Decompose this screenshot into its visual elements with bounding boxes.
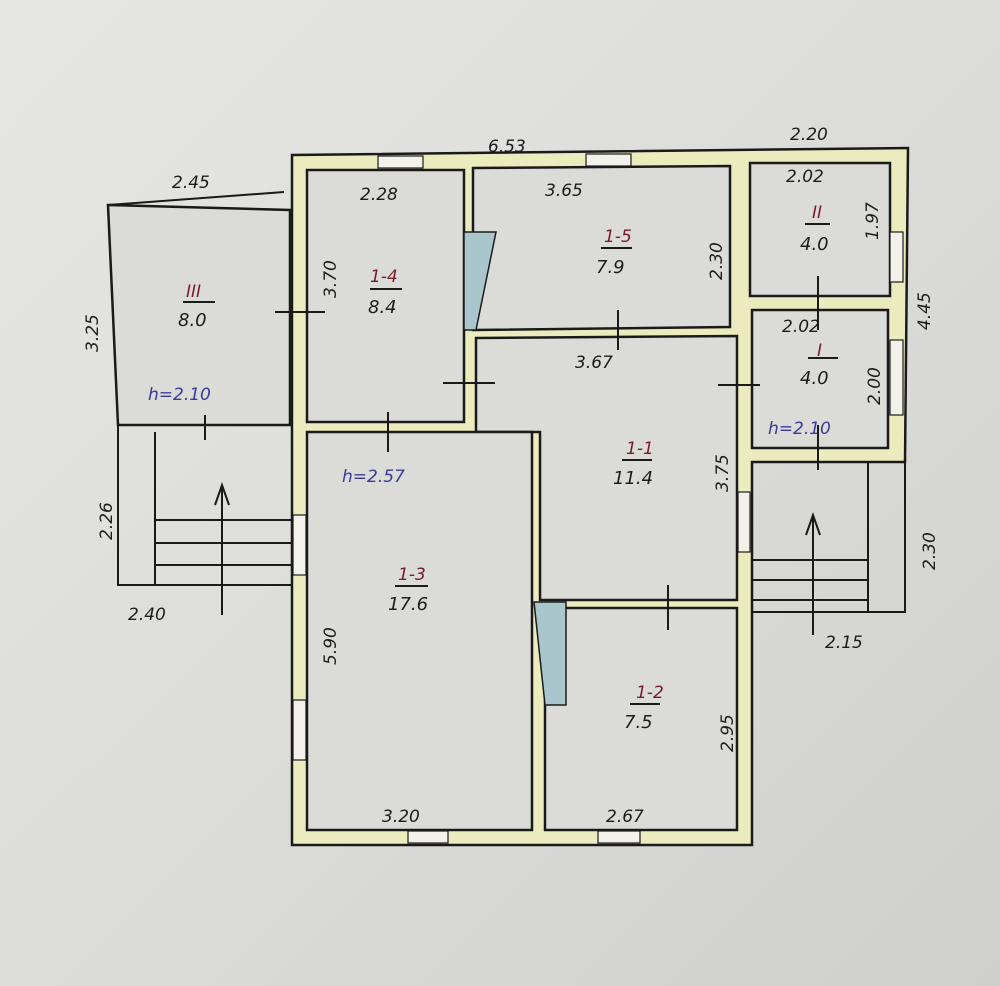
room-1-5-area: 7.9 [596,257,625,278]
room-I [750,308,890,450]
left-porch-stairs [117,425,292,615]
room-1-1-area: 11.4 [613,468,653,489]
room-II-width: 2.02 [786,167,824,187]
room-III-area: 8.0 [178,310,207,331]
room-1-1-code: 1-1 [626,439,654,459]
room-II-depth: 1.97 [863,202,883,240]
room-III-height: h=2.10 [148,385,211,405]
room-1-1-depth: 3.75 [713,454,733,492]
room-1-2-area: 7.5 [624,712,653,733]
room-II [748,161,892,298]
room-1-4 [305,168,466,424]
room-1-2 [543,606,739,832]
room-1-1-width: 3.67 [575,353,613,373]
room-I-depth: 2.00 [865,367,885,405]
door-1-5 [463,231,497,331]
room-1-3-depth: 5.90 [321,627,341,665]
right-porch-depth: 2.30 [920,532,940,570]
left-porch-width: 2.40 [128,605,166,625]
room-III-width: 2.45 [172,173,210,193]
room-1-5-width: 3.65 [545,181,583,201]
overall-top-width: 6.53 [488,137,526,157]
room-1-4-depth: 3.70 [321,260,341,298]
room-II-area: 4.0 [800,234,829,255]
room-1-3 [305,430,534,832]
room-I-height: h=2.10 [768,419,831,439]
room-1-5-code: 1-5 [604,227,632,247]
room-1-4-code: 1-4 [370,267,398,287]
room-1-2-code: 1-2 [636,683,664,703]
room-III-code: III [186,282,201,302]
room-1-3-height: h=2.57 [342,467,405,487]
windows [292,153,904,844]
door-markers [204,276,819,630]
room-1-2-width: 2.67 [606,807,644,827]
room-I-code: I [817,341,822,361]
room-1-4-area: 8.4 [368,297,397,318]
room-III-depth: 3.25 [83,314,103,352]
room-1-3-area: 17.6 [388,594,428,615]
right-height: 4.45 [915,292,935,330]
room-I-width: 2.02 [782,317,820,337]
annex-III [106,203,292,427]
right-top-width: 2.20 [790,125,828,145]
left-porch-depth: 2.26 [97,502,117,540]
room-1-3-code: 1-3 [398,565,426,585]
right-porch-stairs [752,462,906,635]
room-I-area: 4.0 [800,368,829,389]
right-porch-width: 2.15 [825,633,863,653]
room-1-3-width: 3.20 [382,807,420,827]
room-1-4-width: 2.28 [360,185,398,205]
room-1-5-depth: 2.30 [707,242,727,280]
room-II-code: II [812,203,822,223]
room-1-2-depth: 2.95 [718,714,738,752]
door-1-2 [533,601,567,706]
